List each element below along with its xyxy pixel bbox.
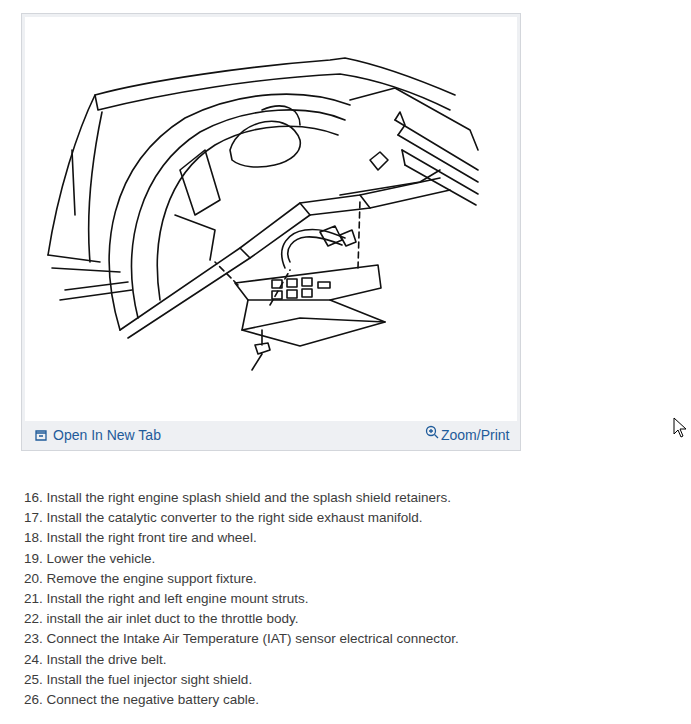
inner-panel [175,150,220,260]
leader-line [215,200,360,305]
step-text: 24. Install the drive belt. [24,652,167,668]
lower-rail [120,178,440,330]
panel-link: Open In New Tab [53,427,161,444]
strut-tower [262,106,300,125]
splash-shield [242,300,385,330]
step-text: 20. Remove the engine support fixture. [24,571,257,587]
mouse-cursor [674,418,686,437]
lower-rail [240,195,370,258]
step-text: 17. Install the catalytic converter to t… [24,510,422,526]
frame-rail [395,112,405,165]
frame-rail [395,120,478,205]
fender-outline [95,74,450,110]
step-text: 16. Install the right engine splash shie… [24,490,451,506]
body-edge [48,150,132,300]
step-text: 18. Install the right front tire and whe… [24,530,257,546]
bolt [252,330,270,370]
wire-harness [282,229,345,268]
frame-rail [350,88,478,150]
frame-rail [340,170,440,195]
step-text: 26. Connect the negative battery cable. [24,692,259,708]
step-text: 25. Install the fuel injector sight shie… [24,672,252,688]
wheel-well [109,94,350,330]
lower-rail [128,190,450,338]
step-text: 21. Install the right and left engine mo… [24,591,308,607]
panel-link: Zoom/Print [441,427,509,444]
fender-lip [89,112,102,262]
wire-harness [288,237,342,262]
image-panel [21,13,521,451]
step-text: 19. Lower the vehicle. [24,551,155,567]
splash-shield [235,265,385,346]
frame-rail [370,152,388,170]
image-area [25,17,517,421]
shield-slot [272,278,330,299]
new-tab-icon [36,431,46,440]
connector [320,226,356,246]
step-text: 23. Connect the Intake Air Temperature (… [24,631,459,647]
strut-tower [230,121,300,167]
step-text: 22. install the air inlet duct to the th… [24,611,298,627]
zoom-icon [429,429,438,438]
